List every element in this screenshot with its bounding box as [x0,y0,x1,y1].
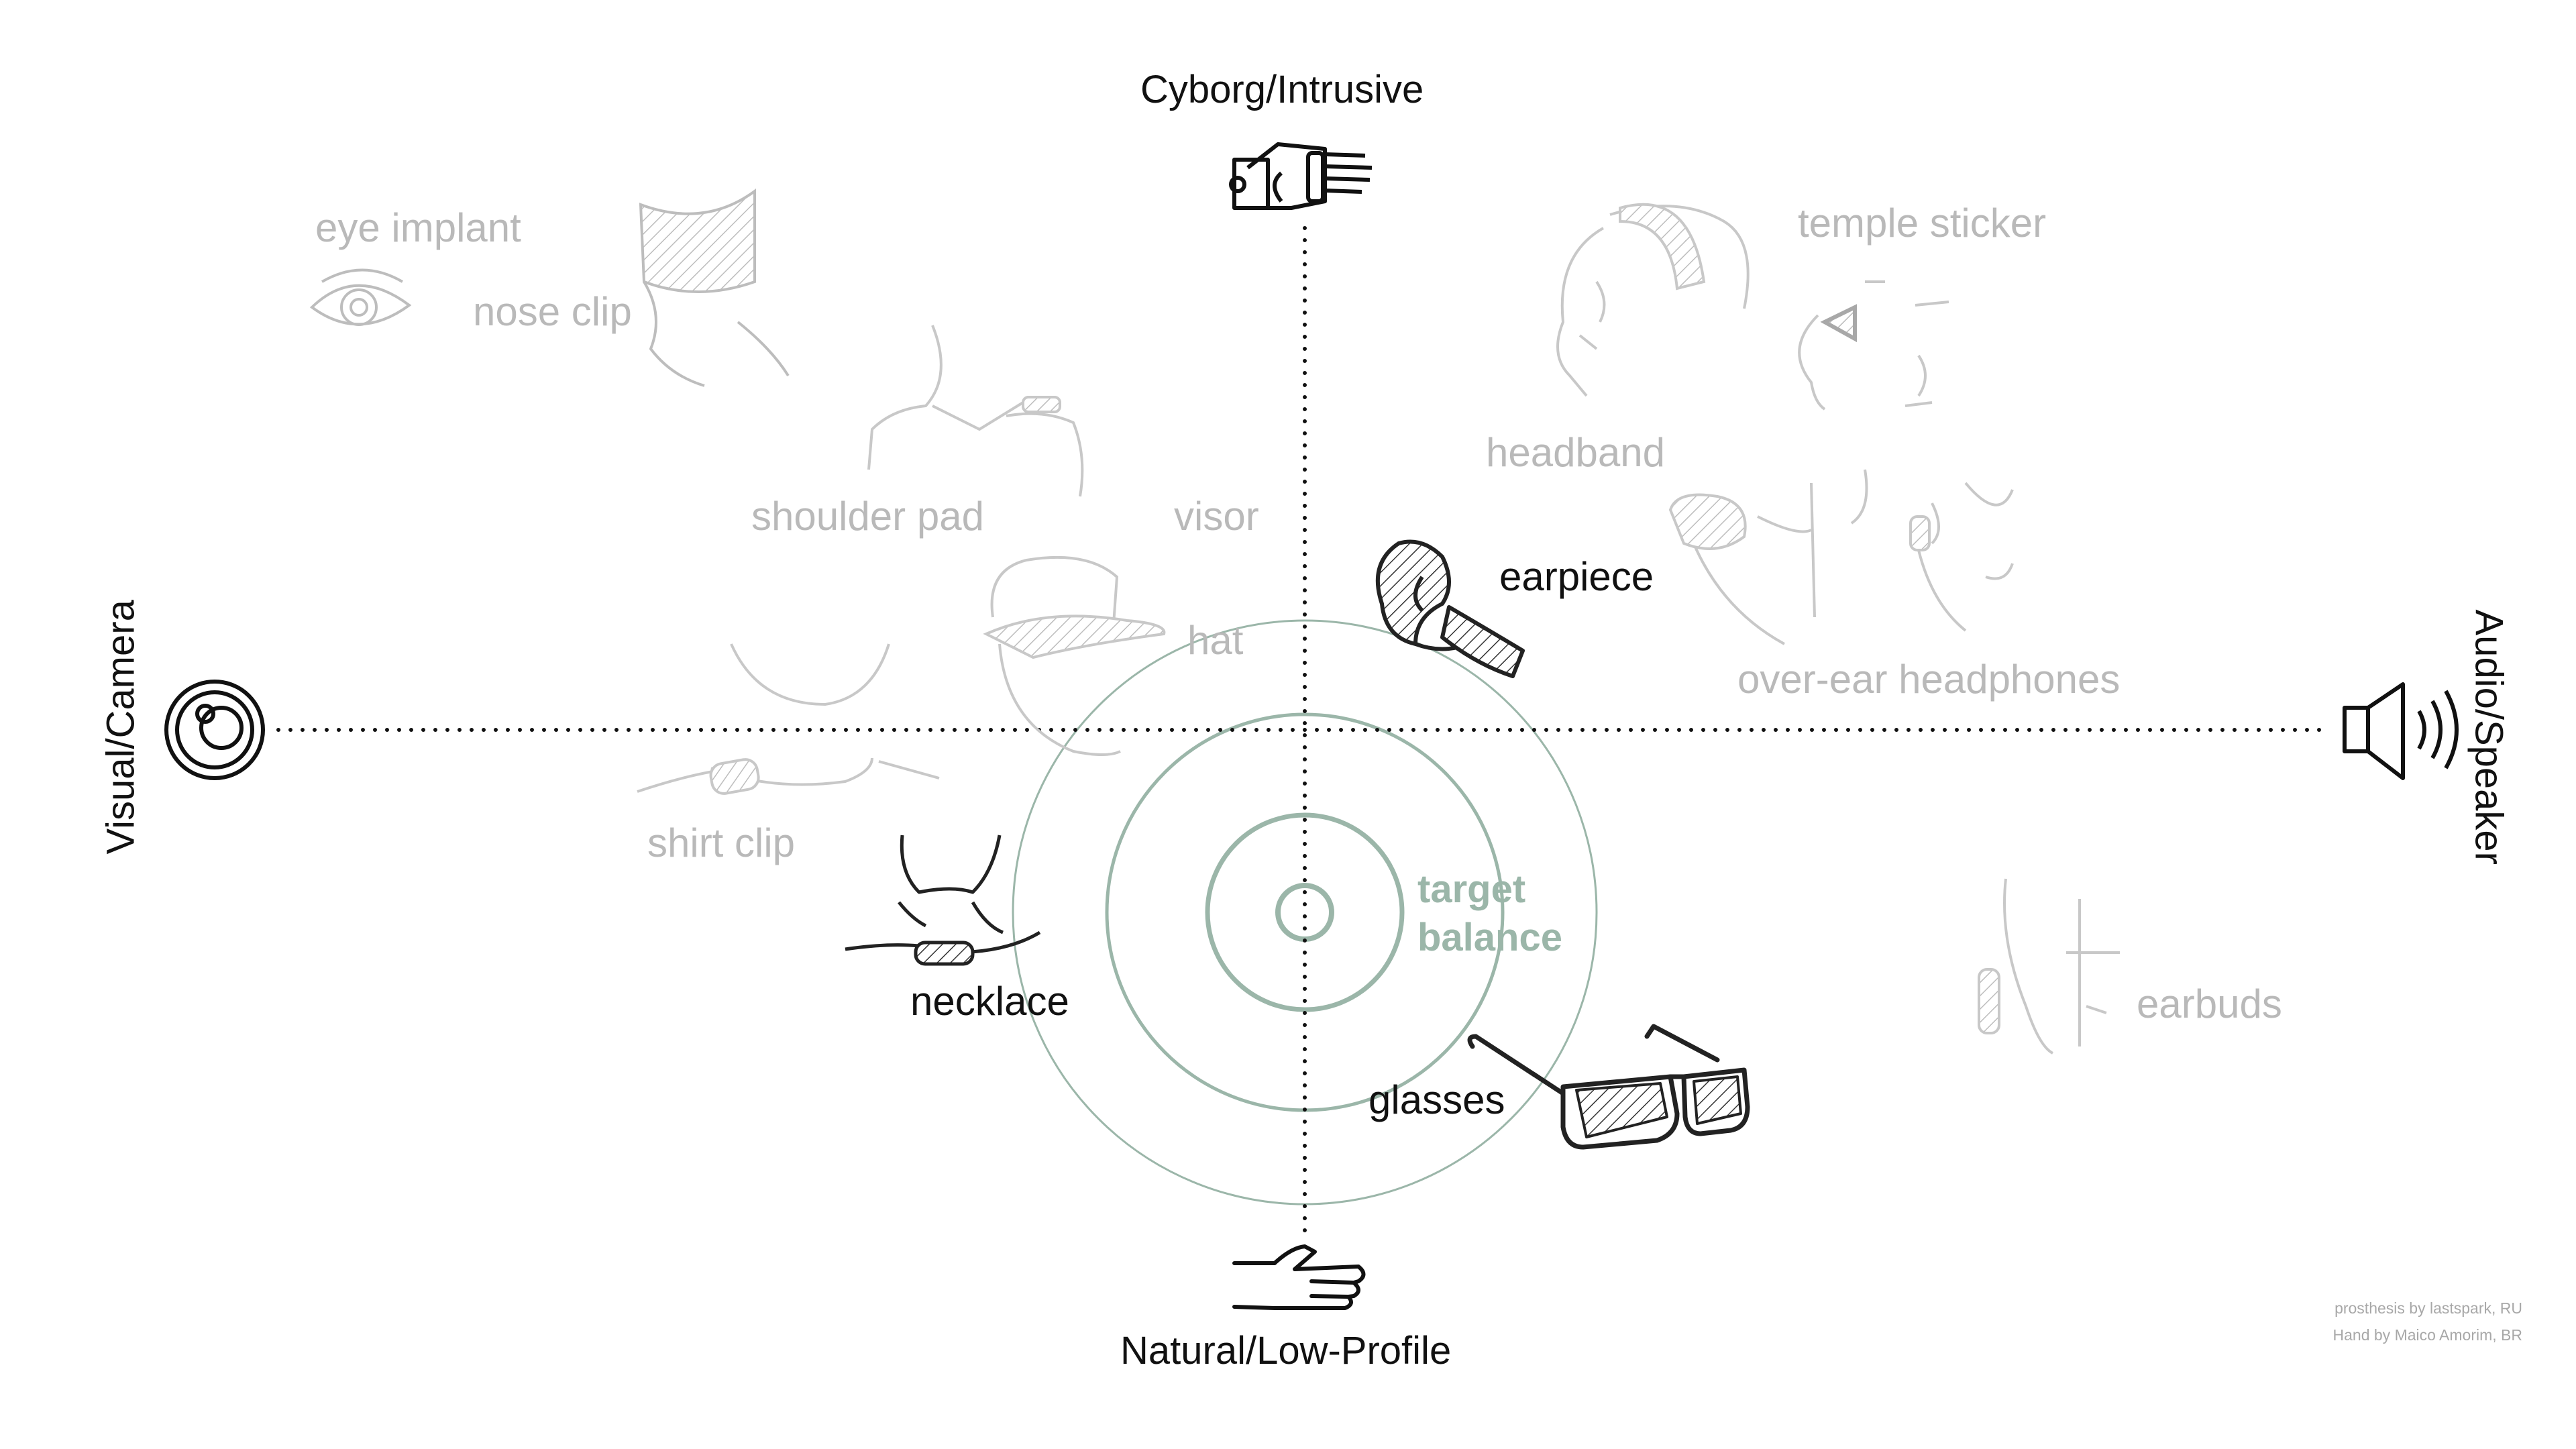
label-headband: headband [1486,430,1665,475]
credit-line-1: prosthesis by lastspark, RU [2334,1299,2522,1317]
necklace-sketch [845,835,1041,966]
eye-implant-sketch [309,268,412,326]
axis-bottom-label: Natural/Low-Profile [1120,1329,1452,1373]
label-eye-implant: eye implant [315,205,521,250]
axis-top-label: Cyborg/Intrusive [1140,68,1424,111]
label-over-ear-headphones: over-ear headphones [1737,657,2121,702]
label-necklace: necklace [910,979,1069,1024]
label-visor: visor [1174,494,1259,539]
label-glasses: glasses [1368,1077,1505,1122]
earpiece-sketch [1375,539,1525,678]
nose-clip-sketch [639,189,790,387]
glasses-sketch [1467,1024,1750,1150]
target-line-1: target [1417,867,1526,911]
prosthetic-hand-icon [1229,142,1373,210]
label-shirt-clip: shirt clip [647,820,796,865]
label-hat: hat [1187,618,1244,663]
camera-icon [164,680,265,780]
axis-right-label: Audio/Speaker [2467,609,2511,865]
label-temple-sticker: temple sticker [1798,201,2047,246]
label-nose-clip: nose clip [473,289,632,334]
shirt-clip-sketch [637,643,940,795]
label-earpiece: earpiece [1499,554,1654,599]
temple-sticker-sketch [1798,280,1949,411]
target-balance-label: target balance [1417,865,1562,962]
speaker-icon [2343,682,2459,780]
axis-left-label: Visual/Camera [99,600,143,855]
label-shoulder-pad: shoulder pad [751,494,984,539]
hat-sketch [983,555,1166,756]
label-earbuds: earbuds [2137,981,2282,1026]
earbuds-sketch [1978,878,2120,1055]
target-line-2: balance [1417,916,1562,959]
shoulder-pad-sketch [867,325,1084,497]
credits: prosthesis by lastspark, RU Hand by Maic… [2333,1295,2522,1348]
hand-icon [1232,1244,1366,1310]
credit-line-2: Hand by Maico Amorim, BR [2332,1326,2522,1344]
headband-sketch [1556,203,1750,397]
over-ear-headphones-sketch [1668,469,2014,645]
